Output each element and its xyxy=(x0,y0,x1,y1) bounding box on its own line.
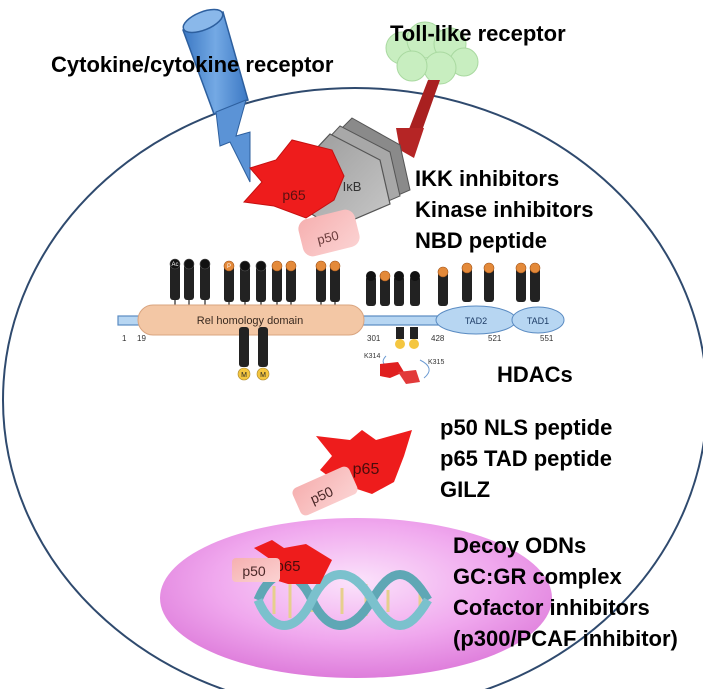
mod-ac-label: Ac xyxy=(171,262,178,268)
cofactor-inhibitors-text: Cofactor inhibitors xyxy=(453,595,650,620)
cytokine-receptor-icon xyxy=(182,8,251,183)
upper-pins-right xyxy=(366,262,541,306)
p65-tad-peptide-text: p65 TAD peptide xyxy=(440,446,612,471)
p50-label-bottom: p50 xyxy=(242,563,266,579)
tad2-label: TAD2 xyxy=(465,316,487,326)
gilz-text: GILZ xyxy=(440,477,491,502)
dna-binding-inhibitor-list: Decoy ODNs GC:GR complex Cofactor inhibi… xyxy=(453,530,678,654)
nbd-peptide-text: NBD peptide xyxy=(415,228,547,253)
p50-protein-bottom xyxy=(232,558,280,582)
mod-p-label: P xyxy=(227,264,231,270)
position-551: 551 xyxy=(540,334,554,343)
hdacs-label: HDACs xyxy=(497,362,573,387)
p50-label-top: p50 xyxy=(316,228,341,248)
position-19: 19 xyxy=(137,334,146,343)
cell-membrane xyxy=(2,87,703,694)
lower-pins-left: M M xyxy=(237,327,270,381)
kinase-inhibitors-text: Kinase inhibitors xyxy=(415,197,594,222)
gc-gr-complex-text: GC:GR complex xyxy=(453,564,622,589)
toll-like-receptor-label: Toll-like receptor xyxy=(390,21,566,46)
k314-label: K314 xyxy=(364,353,380,360)
position-521: 521 xyxy=(488,334,502,343)
lower-pins-right xyxy=(395,327,419,349)
rel-homology-domain xyxy=(137,304,365,336)
p65-label-top: p65 xyxy=(282,187,306,203)
p50-protein-top xyxy=(298,209,360,257)
position-428: 428 xyxy=(431,334,445,343)
p65-label-bottom: p65 xyxy=(275,558,300,575)
decoy-odns-text: Decoy ODNs xyxy=(453,533,587,558)
rel-homology-domain-label: Rel homology domain xyxy=(197,315,303,327)
k315-label: K315 xyxy=(428,359,444,366)
nuclear-import-inhibitor-list: p50 NLS peptide p65 TAD peptide GILZ xyxy=(440,412,612,505)
mod-m-label-2: M xyxy=(260,372,266,379)
p50-nls-peptide-text: p50 NLS peptide xyxy=(440,415,613,440)
upper-pins-left: Ac P xyxy=(169,258,341,316)
p65-label-middle: p65 xyxy=(353,461,380,478)
ikk-inhibitors-text: IKK inhibitors xyxy=(415,166,560,191)
tad1-label: TAD1 xyxy=(527,316,549,326)
position-1: 1 xyxy=(122,334,127,343)
tad1-domain xyxy=(511,306,565,334)
acetylation-inset: K314 K315 xyxy=(364,353,444,384)
toll-like-receptor-icon xyxy=(385,21,479,158)
ikb-label: IκB xyxy=(343,179,362,194)
p50-protein-middle xyxy=(292,466,358,516)
p300-pcaf-inhibitor-text: (p300/PCAF inhibitor) xyxy=(453,626,678,651)
ikk-inhibitor-list: IKK inhibitors Kinase inhibitors NBD pep… xyxy=(415,163,593,256)
p65-protein-top xyxy=(242,139,345,219)
p65-domain-map: Ac P xyxy=(117,258,565,384)
cytokine-receptor-label: Cytokine/cytokine receptor xyxy=(51,52,334,77)
mod-m-label: M xyxy=(241,372,247,379)
position-301: 301 xyxy=(367,334,381,343)
